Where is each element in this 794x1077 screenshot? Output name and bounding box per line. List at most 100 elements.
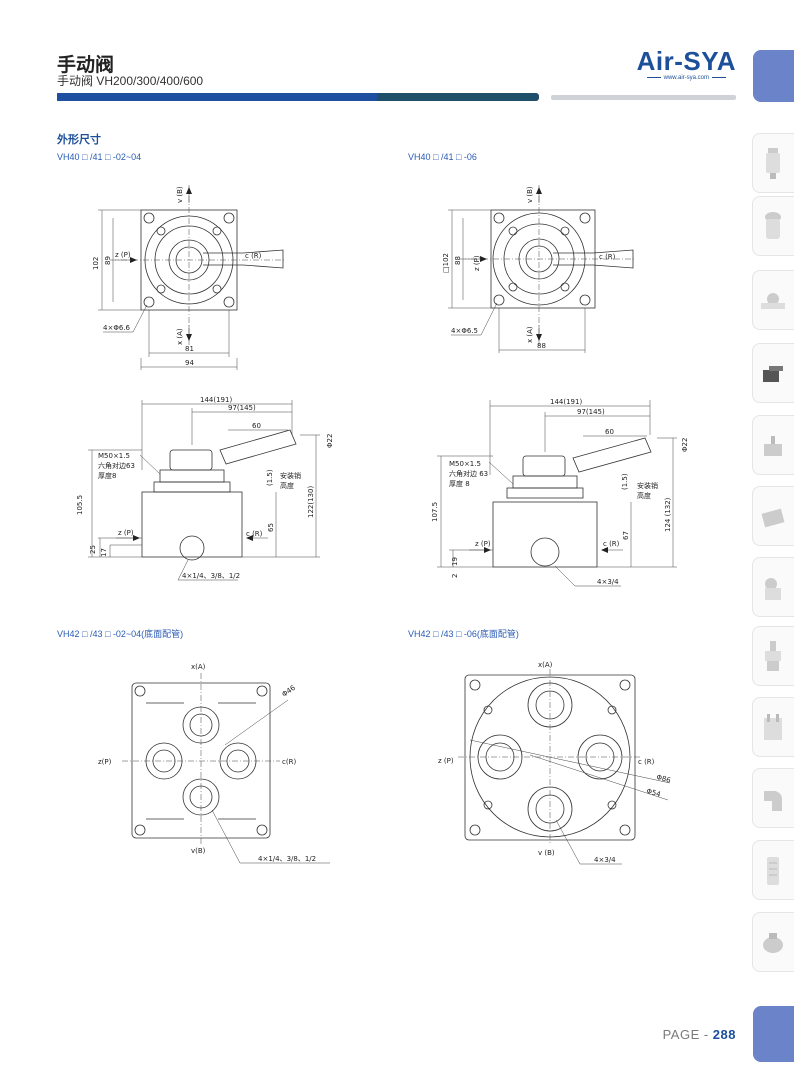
- dim-phi86: Φ86: [655, 773, 672, 785]
- side-nav-cylinder[interactable]: [752, 557, 794, 617]
- thread-label: M50×1.5: [98, 452, 130, 460]
- dim-67: 67: [622, 531, 630, 540]
- port-z-label: z (P): [115, 251, 131, 259]
- side-nav-valve[interactable]: [752, 415, 794, 475]
- bottom-ports-2: 4×3/4: [594, 856, 616, 864]
- port-c-bottom: c(R): [282, 758, 296, 766]
- brand-logo: Air-SYA www.air-sya.com: [637, 46, 736, 81]
- side-nav-pump[interactable]: [752, 912, 794, 972]
- cylinder-icon: [765, 578, 781, 600]
- dim-60: 60: [605, 428, 614, 436]
- elbow-icon: [764, 791, 782, 811]
- dim-89: 89: [104, 256, 112, 265]
- bottom-ports-1: 4×1/4、3/8、1/2: [258, 855, 316, 863]
- dim-17: 17: [100, 548, 108, 557]
- port-v-bottom: v (B): [538, 849, 555, 857]
- dim-19: 19: [451, 557, 459, 566]
- drawing-side-view-2: 144(191) 97(145) 60 Φ22 M50×1.5 六角对边 63 …: [431, 398, 689, 587]
- dim-60: 60: [252, 422, 261, 430]
- drawing-label-1: VH40 □ /41 □ -02~04: [57, 152, 142, 162]
- dim-102: □102: [442, 253, 450, 273]
- dim-124: 124 (132): [664, 497, 672, 532]
- port-z-label: z (P): [473, 255, 481, 271]
- page-prefix: PAGE -: [662, 1027, 713, 1042]
- port-z-bottom: z (P): [438, 757, 454, 765]
- page-title: 手动阀: [57, 55, 115, 76]
- header-bar-blue: [57, 93, 377, 101]
- side-nav-hand-valve[interactable]: [752, 343, 794, 403]
- regulator-icon: [765, 212, 781, 239]
- port-z-side: z (P): [475, 540, 491, 548]
- pin-height-label: 高度: [637, 491, 651, 500]
- port-c-label: c (R): [245, 252, 262, 260]
- dim-122: 122(130): [307, 486, 315, 518]
- port-c-side: c (R): [246, 530, 263, 538]
- manifold-icon: [764, 714, 782, 740]
- side-nav-regulator[interactable]: [752, 196, 794, 256]
- page-subtitle: 手动阀 VH200/300/400/600: [57, 74, 204, 88]
- side-nav-silencer[interactable]: [752, 840, 794, 900]
- port-x-bottom: x(A): [191, 663, 206, 671]
- dim-144: 144(191): [200, 396, 232, 404]
- pin-label: 安装销: [280, 471, 301, 480]
- drawing-bottom-view-1: x(A) v(B) z(P) c(R) Φ46 4×1/4、3/8、1/2: [98, 663, 330, 864]
- fitting-icon: [761, 293, 785, 309]
- thread-label: M50×1.5: [449, 460, 481, 468]
- side-tab-bottom[interactable]: [753, 1006, 794, 1062]
- port-z-side: z (P): [118, 529, 134, 537]
- port-x-label: x (A): [176, 328, 184, 345]
- dim-phi22: Φ22: [326, 434, 334, 448]
- filter-icon: [766, 148, 780, 179]
- assembly-icon: [765, 641, 781, 671]
- header-bar-grey: [551, 95, 736, 100]
- dim-97: 97(145): [228, 404, 256, 412]
- side-nav-filter[interactable]: [752, 133, 794, 193]
- port-x-bottom: x(A): [538, 661, 553, 669]
- dim-105: 105.5: [76, 495, 84, 515]
- hex-label: 六角对边 63: [449, 469, 488, 478]
- side-nav-manifold[interactable]: [752, 697, 794, 757]
- dim-144: 144(191): [550, 398, 582, 406]
- drawing-label-4: VH42 □ /43 □ -06(底面配管): [408, 629, 519, 639]
- drawing-top-view-2: v (B) x (A) z (P) c (R) □102 88 4×Φ6.5 8…: [442, 185, 635, 353]
- port-v-label: v (B): [526, 186, 534, 203]
- side-nav-fitting[interactable]: [752, 270, 794, 330]
- pin-height-label: 高度: [280, 481, 294, 490]
- pump-icon: [763, 933, 783, 953]
- port-v-bottom: v(B): [191, 847, 206, 855]
- page-number-value: 288: [712, 1027, 736, 1042]
- solenoid-icon: [761, 508, 785, 528]
- side-nav-assembly[interactable]: [752, 626, 794, 686]
- silencer-icon: [767, 857, 779, 885]
- dim-holes: 4×Φ6.6: [103, 324, 131, 332]
- hex-label: 六角对边63: [98, 461, 135, 470]
- port-c-side: c (R): [603, 540, 620, 548]
- dim-88w: 88: [537, 342, 546, 350]
- hand-valve-icon: [763, 366, 783, 382]
- header-bar-dark: [377, 93, 539, 101]
- drawing-bottom-view-2: x(A) v (B) z (P) c (R) Φ86 Φ54 4×3/4: [438, 661, 672, 865]
- dim-25: 25: [89, 545, 97, 554]
- valve-icon: [764, 436, 782, 456]
- dim-15: (1.5): [266, 469, 274, 486]
- side-tab-top[interactable]: [753, 50, 794, 102]
- dim-phi22: Φ22: [681, 438, 689, 452]
- thickness-label: 厚度8: [98, 471, 116, 480]
- dim-81: 81: [185, 345, 194, 353]
- section-title: 外形尺寸: [57, 134, 101, 146]
- side-nav-solenoid[interactable]: [752, 486, 794, 546]
- side-nav-elbow[interactable]: [752, 768, 794, 828]
- side-ports-2: 4×3/4: [597, 578, 619, 586]
- side-ports-1: 4×1/4、3/8、1/2: [182, 572, 240, 580]
- logo-url: www.air-sya.com: [637, 75, 736, 81]
- dim-phi46: Φ46: [281, 684, 298, 699]
- drawing-side-view-1: 144(191) 97(145) 60 Φ22 M50×1.5 六角对边63 厚…: [76, 396, 334, 581]
- dim-107: 107.5: [431, 502, 439, 522]
- page-number: PAGE - 288: [663, 1027, 736, 1042]
- drawing-label-2: VH40 □ /41 □ -06: [408, 152, 477, 162]
- dim-2: 2: [451, 574, 459, 578]
- dim-15: (1.5): [621, 473, 629, 490]
- dim-97: 97(145): [577, 408, 605, 416]
- port-c-label: c (R): [599, 253, 616, 261]
- drawing-label-3: VH42 □ /43 □ -02~04(底面配管): [57, 629, 184, 639]
